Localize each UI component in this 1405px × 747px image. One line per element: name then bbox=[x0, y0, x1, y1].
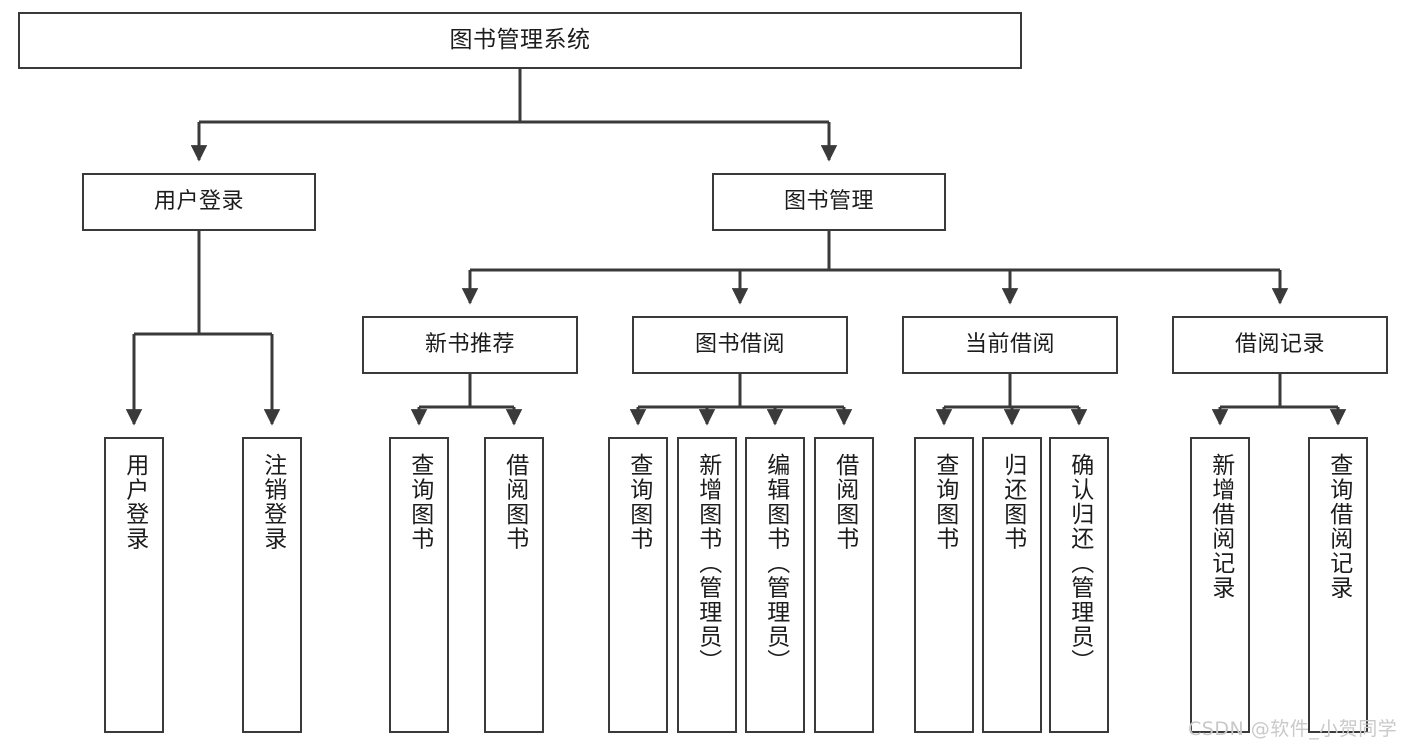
node-book-manage[interactable]: 图书管理 bbox=[712, 173, 946, 231]
node-leaf-confirm-return-label: 确认归还（管理员） bbox=[1066, 453, 1093, 674]
node-root-label: 图书管理系统 bbox=[449, 26, 591, 53]
node-current-borrow-label: 当前借阅 bbox=[964, 332, 1055, 358]
csdn-watermark: CSDN @软件_小贺同学 bbox=[1188, 718, 1398, 740]
node-leaf-add-borrow-record[interactable]: 新增借阅记录 bbox=[1190, 437, 1250, 733]
node-borrow-record-label: 借阅记录 bbox=[1234, 332, 1325, 358]
node-leaf-query-book-cur-label: 查询图书 bbox=[931, 453, 958, 551]
node-leaf-borrow-book-rec-label: 借阅图书 bbox=[501, 453, 528, 551]
node-leaf-query-book-rec-label: 查询图书 bbox=[406, 453, 433, 551]
node-root[interactable]: 图书管理系统 bbox=[18, 12, 1022, 69]
node-leaf-query-book-cur[interactable]: 查询图书 bbox=[914, 437, 974, 733]
node-leaf-confirm-return[interactable]: 确认归还（管理员） bbox=[1049, 437, 1109, 733]
node-leaf-user-logout-label: 注销登录 bbox=[259, 453, 286, 551]
node-new-book-rec[interactable]: 新书推荐 bbox=[362, 316, 578, 374]
node-user-login-label: 用户登录 bbox=[153, 189, 244, 215]
node-leaf-user-login[interactable]: 用户登录 bbox=[104, 437, 164, 733]
node-leaf-borrow-book-label: 借阅图书 bbox=[831, 453, 858, 551]
node-leaf-add-borrow-record-label: 新增借阅记录 bbox=[1207, 453, 1234, 600]
node-leaf-return-book[interactable]: 归还图书 bbox=[982, 437, 1042, 733]
node-leaf-user-logout[interactable]: 注销登录 bbox=[242, 437, 302, 733]
node-book-borrow-label: 图书借阅 bbox=[694, 332, 785, 358]
node-user-login[interactable]: 用户登录 bbox=[82, 173, 316, 231]
node-new-book-rec-label: 新书推荐 bbox=[424, 332, 515, 358]
node-leaf-borrow-book-rec[interactable]: 借阅图书 bbox=[484, 437, 544, 733]
node-leaf-add-book-admin-label: 新增图书（管理员） bbox=[694, 453, 721, 674]
node-leaf-query-book[interactable]: 查询图书 bbox=[608, 437, 668, 733]
node-leaf-query-borrow-record[interactable]: 查询借阅记录 bbox=[1308, 437, 1368, 733]
node-leaf-user-login-label: 用户登录 bbox=[121, 453, 148, 551]
node-borrow-record[interactable]: 借阅记录 bbox=[1172, 316, 1388, 374]
node-leaf-borrow-book[interactable]: 借阅图书 bbox=[814, 437, 874, 733]
node-leaf-edit-book-admin-label: 编辑图书（管理员） bbox=[762, 453, 789, 674]
node-book-manage-label: 图书管理 bbox=[783, 189, 874, 215]
node-current-borrow[interactable]: 当前借阅 bbox=[902, 316, 1118, 374]
node-leaf-edit-book-admin[interactable]: 编辑图书（管理员） bbox=[745, 437, 805, 733]
node-leaf-return-book-label: 归还图书 bbox=[999, 453, 1026, 551]
node-leaf-query-book-rec[interactable]: 查询图书 bbox=[389, 437, 449, 733]
node-leaf-query-book-label: 查询图书 bbox=[625, 453, 652, 551]
node-leaf-add-book-admin[interactable]: 新增图书（管理员） bbox=[677, 437, 737, 733]
node-leaf-query-borrow-record-label: 查询借阅记录 bbox=[1325, 453, 1352, 600]
node-book-borrow[interactable]: 图书借阅 bbox=[632, 316, 848, 374]
